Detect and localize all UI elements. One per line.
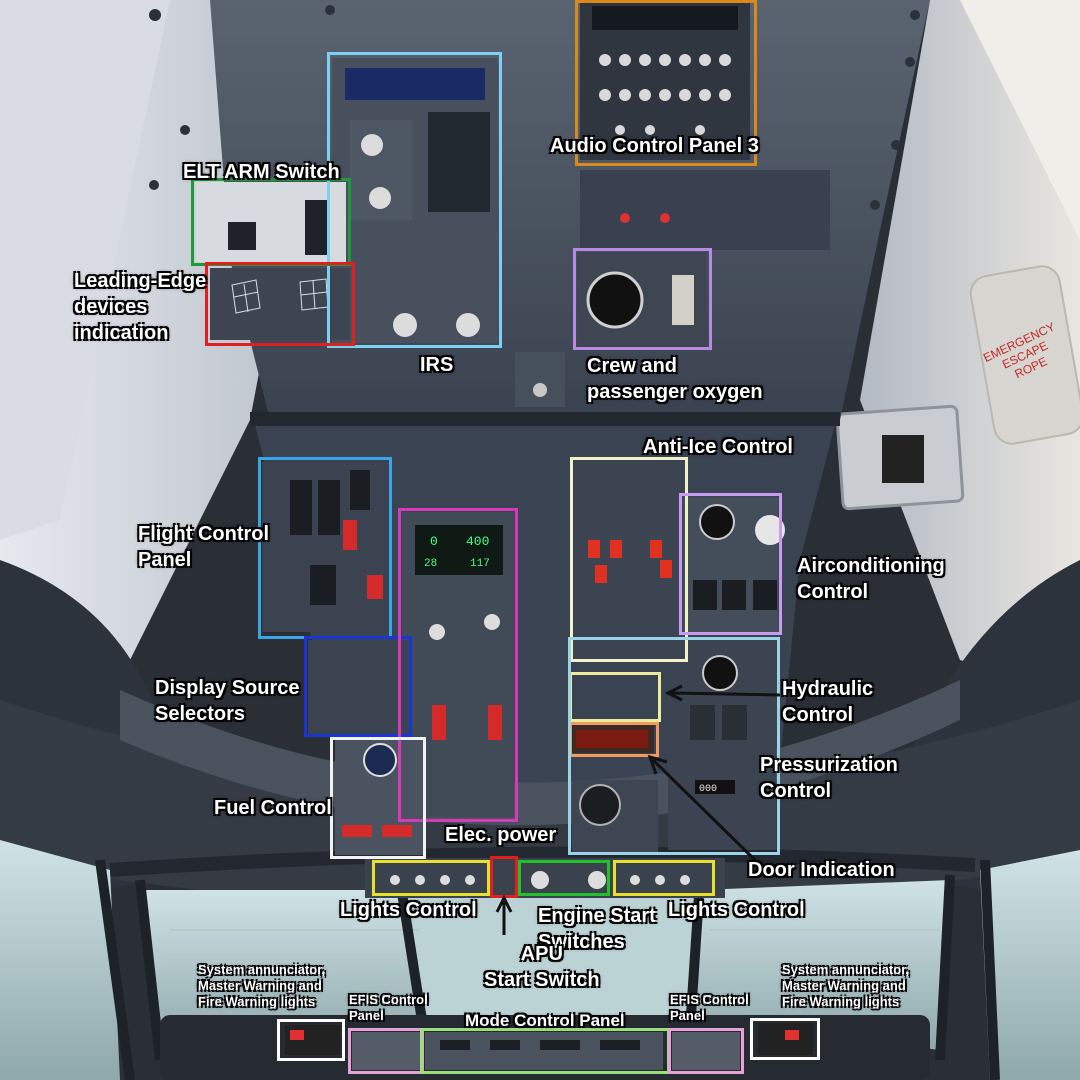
leading-edge-box [205,262,355,346]
efis-left-label: EFIS Control Panel [349,992,428,1023]
sys-annunciator-right-box [750,1018,820,1060]
efis-right-label: EFIS Control Panel [670,992,749,1023]
pressurization-box [568,637,780,855]
sys-annunciator-left-label: System annunciator, Master Warning and F… [198,962,326,1009]
fuel-control-label: Fuel Control [214,797,332,819]
airconditioning-box [679,493,782,635]
sys-annunciator-right-label: System annunciator, Master Warning and F… [782,962,910,1009]
lights-control-right-box [613,860,715,896]
lights-control-left-box [372,860,490,896]
crew-oxygen-box [573,248,712,350]
left-side-window [0,840,120,1080]
elt-arm-switch-label: ELT ARM Switch [183,161,340,183]
lights-control-left-label: Lights Control [340,899,477,921]
lights-control-right-label: Lights Control [668,899,805,921]
audio-control-panel-label: Audio Control Panel 3 [550,135,759,157]
emergency-rope-placard: EMERGENCYESCAPEROPE [969,265,1080,445]
right-ceiling-liner [860,0,1080,700]
elec-power-label: Elec. power [445,824,557,846]
svg-text:28: 28 [424,558,437,570]
anti-ice-box [570,457,688,662]
sys-annunciator-left-box [277,1019,345,1061]
engine-start-box [518,860,610,896]
audio-control-panel-box [575,0,757,166]
elec-power-box [398,508,518,822]
right-windshield [690,880,950,1050]
irs-box [327,52,502,348]
fuel-control-box [330,737,426,859]
anti-ice-label: Anti-Ice Control [643,436,793,458]
mode-control-label: Mode Control Panel [465,1011,625,1030]
svg-text:117: 117 [470,558,490,570]
svg-text:400: 400 [466,534,489,549]
pressurization-label: Pressurization Control [760,754,898,802]
flight-control-label: Flight Control Panel [138,523,270,571]
svg-text:000: 000 [699,784,717,795]
irs-panel-graphic [332,58,498,343]
right-side-window [980,850,1080,1080]
display-source-box [304,636,412,737]
door-indication-label: Door Indication [748,859,895,881]
leading-edge-label: Leading-Edge devices indication [74,270,207,344]
efis-right-box [668,1028,744,1074]
svg-text:0: 0 [430,534,438,549]
display-source-label: Display Source Selectors [155,677,300,725]
apu-start-label: APU Start Switch [484,943,600,991]
audio-control-panel-graphic [580,0,750,160]
airconditioning-label: Airconditioning Control [797,555,945,603]
irs-label: IRS [420,354,454,376]
hydraulic-label: Hydraulic Control [782,678,874,726]
engine-start-label: Engine Start Switches [538,905,656,953]
crew-oxygen-label: Crew and passenger oxygen [587,355,763,403]
